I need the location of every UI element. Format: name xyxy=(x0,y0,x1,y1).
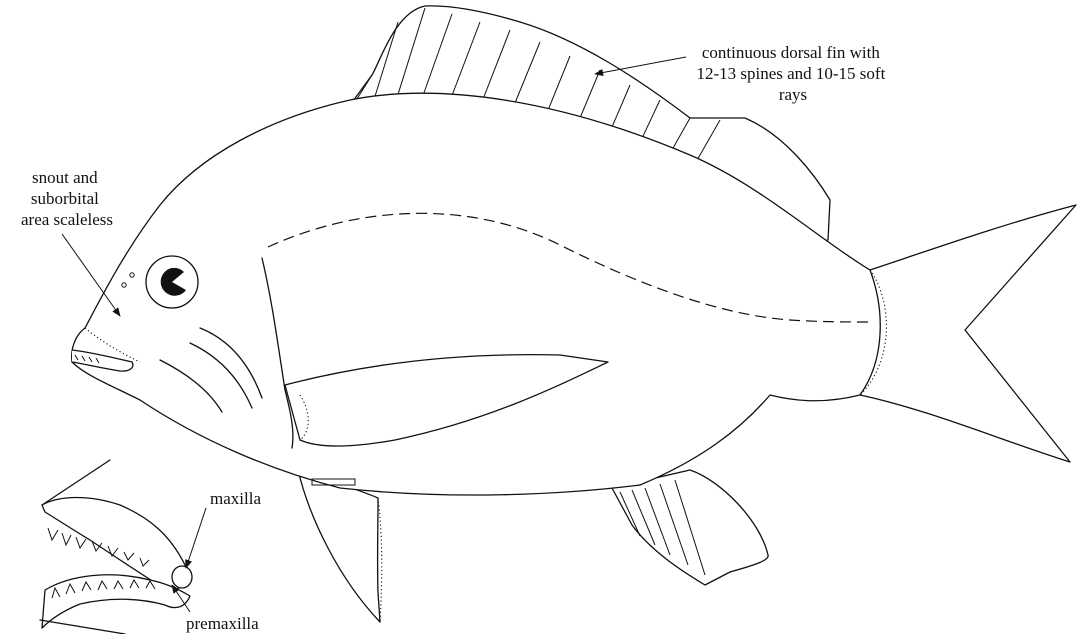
pelvic-fin xyxy=(298,470,382,622)
premaxilla-label: premaxilla xyxy=(186,614,259,633)
anal-fin xyxy=(612,470,768,585)
eye xyxy=(146,256,198,308)
dorsal-fin-label: continuous dorsal fin with 12-13 spines … xyxy=(696,43,889,104)
snout-arrow xyxy=(62,234,120,316)
jaw-detail-inset xyxy=(40,460,192,634)
maxilla-label: maxilla xyxy=(210,489,261,508)
maxilla-arrow xyxy=(186,508,206,568)
snout-label: snout and suborbital area scaleless xyxy=(21,168,113,229)
caudal-fin xyxy=(860,205,1076,462)
